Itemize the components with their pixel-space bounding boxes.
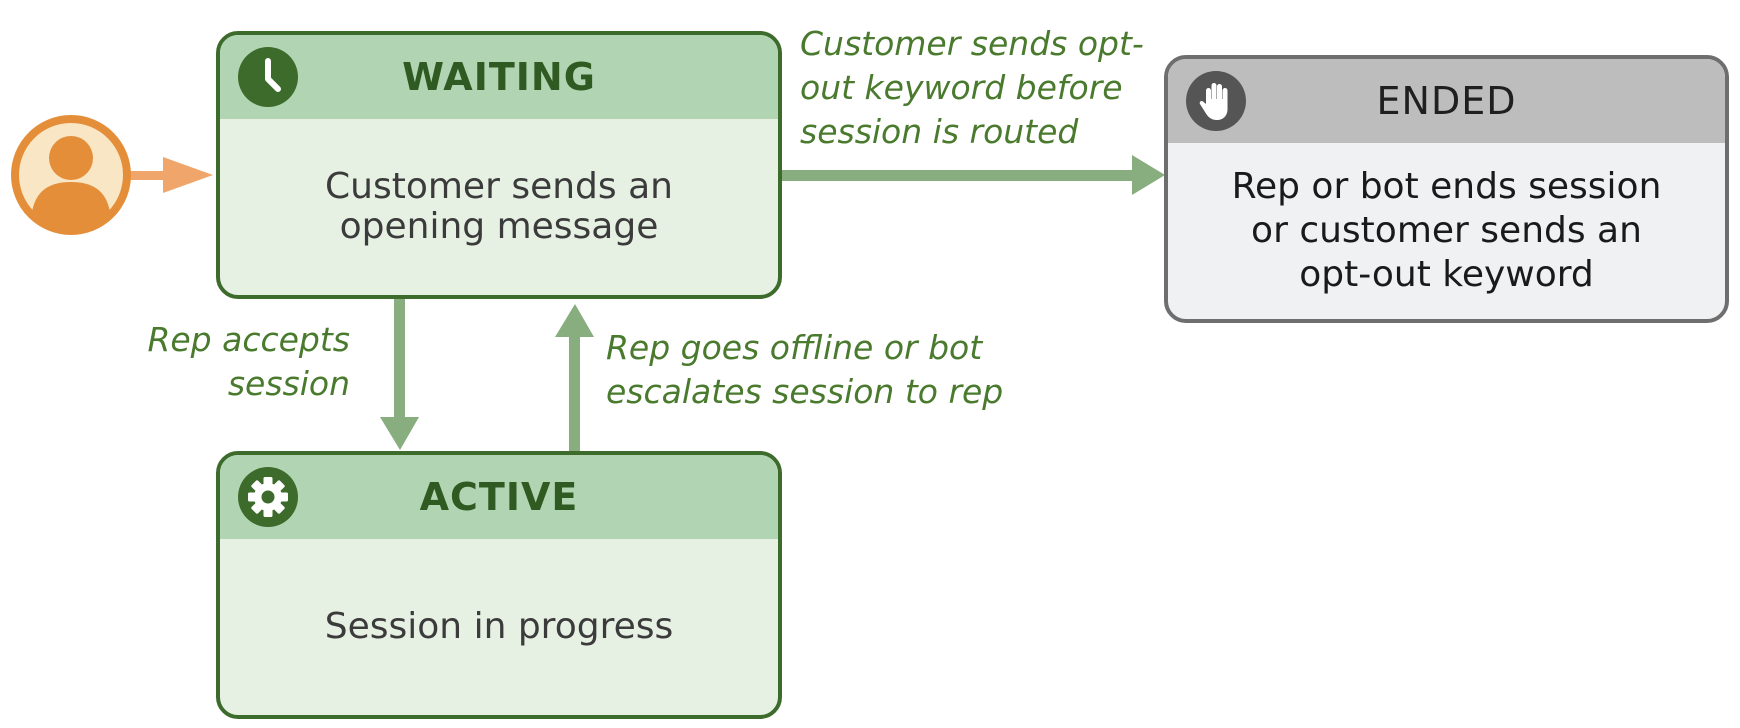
ended-state-description-line: Rep or bot ends session	[1231, 166, 1662, 207]
ended-state-header: ENDED	[1168, 59, 1725, 143]
ended-state-title: ENDED	[1376, 79, 1517, 123]
waiting-state-description-line: Customer sends an	[325, 166, 673, 207]
edge-label-active-to-waiting: Rep goes offline or bot escalates sessio…	[606, 326, 1003, 414]
waiting-state-header: WAITING	[220, 35, 778, 119]
start-arrow	[130, 157, 213, 193]
ended-state-description: Rep or bot ends session or customer send…	[1168, 143, 1725, 319]
edge-label-waiting-to-active: Rep accepts session	[100, 318, 350, 406]
waiting-state-description-line: opening message	[339, 206, 659, 247]
gear-icon	[238, 467, 298, 527]
active-state-description-line: Session in progress	[324, 606, 674, 647]
edge-label-line: session	[227, 364, 350, 403]
edge-label-waiting-to-ended: Customer sends opt- out keyword before s…	[800, 22, 1144, 154]
active-state-title: ACTIVE	[419, 475, 579, 519]
edge-label-line: session is routed	[800, 112, 1079, 151]
edge-label-line: Customer sends opt-	[800, 24, 1144, 63]
clock-icon	[238, 47, 298, 107]
arrow-waiting-to-active	[380, 297, 419, 450]
active-state: ACTIVE Session in progress	[216, 451, 782, 719]
waiting-state: WAITING Customer sends an opening messag…	[216, 31, 782, 299]
ended-state-description-line: or customer sends an	[1251, 210, 1642, 251]
active-state-description: Session in progress	[220, 539, 778, 715]
waiting-state-description: Customer sends an opening message	[220, 119, 778, 295]
ended-state-description-line: opt-out keyword	[1299, 254, 1594, 295]
arrow-active-to-waiting	[555, 304, 594, 452]
edge-label-line: Rep goes offline or bot	[606, 328, 983, 367]
edge-label-line: Rep accepts	[147, 320, 350, 359]
active-state-header: ACTIVE	[220, 455, 778, 539]
ended-state: ENDED Rep or bot ends session or custome…	[1164, 55, 1729, 323]
waiting-state-title: WAITING	[402, 55, 596, 99]
arrow-waiting-to-ended	[780, 155, 1165, 195]
edge-label-line: escalates session to rep	[606, 372, 1004, 411]
edge-label-line: out keyword before	[800, 68, 1123, 107]
customer-avatar-icon	[10, 114, 132, 236]
hand-stop-icon	[1186, 71, 1246, 131]
